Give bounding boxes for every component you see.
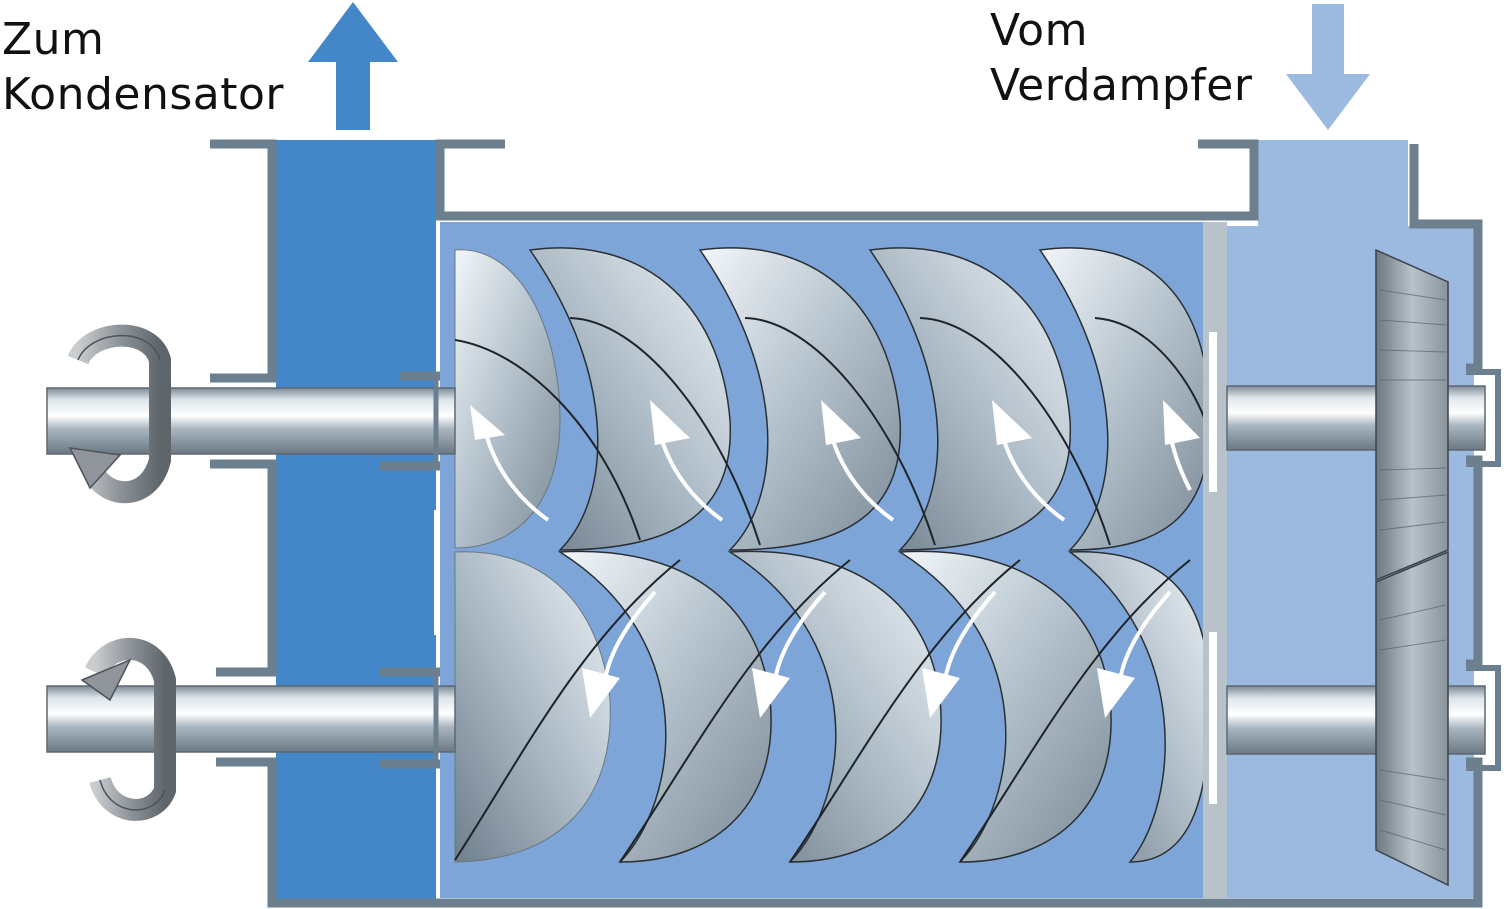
flow-arrows xyxy=(470,400,1200,718)
flow-arrow-upper xyxy=(470,405,550,522)
lower-rotor xyxy=(454,550,1206,863)
flow-arrow-upper xyxy=(1163,400,1200,491)
flow-arrow-upper xyxy=(992,400,1066,522)
outlet-channel xyxy=(276,140,436,900)
outlet-arrow-up-icon xyxy=(308,2,398,130)
bevel-gear-icon xyxy=(1375,248,1449,887)
outlet-label-line1: Zum xyxy=(2,14,105,65)
flow-arrow-lower xyxy=(922,590,997,718)
rotation-lower-shaft-icon xyxy=(80,638,176,821)
inlet-label-line1: Vom xyxy=(990,5,1088,56)
inlet-label-line2: Verdampfer xyxy=(990,60,1253,111)
outlet-plate-slots xyxy=(434,510,440,635)
flow-arrow-lower xyxy=(582,590,657,718)
flow-arrow-lower xyxy=(1097,590,1172,718)
housing-outline xyxy=(210,139,1501,908)
flow-arrow-upper xyxy=(821,400,895,522)
outlet-label: Zum Kondensator xyxy=(2,12,284,122)
flow-arrow-upper xyxy=(650,400,724,522)
bearing-plate xyxy=(1203,222,1227,898)
inlet-arrow-down-icon xyxy=(1286,4,1370,130)
rotation-upper-shaft-icon xyxy=(67,324,171,504)
outlet-label-line2: Kondensator xyxy=(2,69,285,120)
flow-arrow-lower xyxy=(752,590,827,718)
inlet-label: Vom Verdampfer xyxy=(990,3,1252,113)
